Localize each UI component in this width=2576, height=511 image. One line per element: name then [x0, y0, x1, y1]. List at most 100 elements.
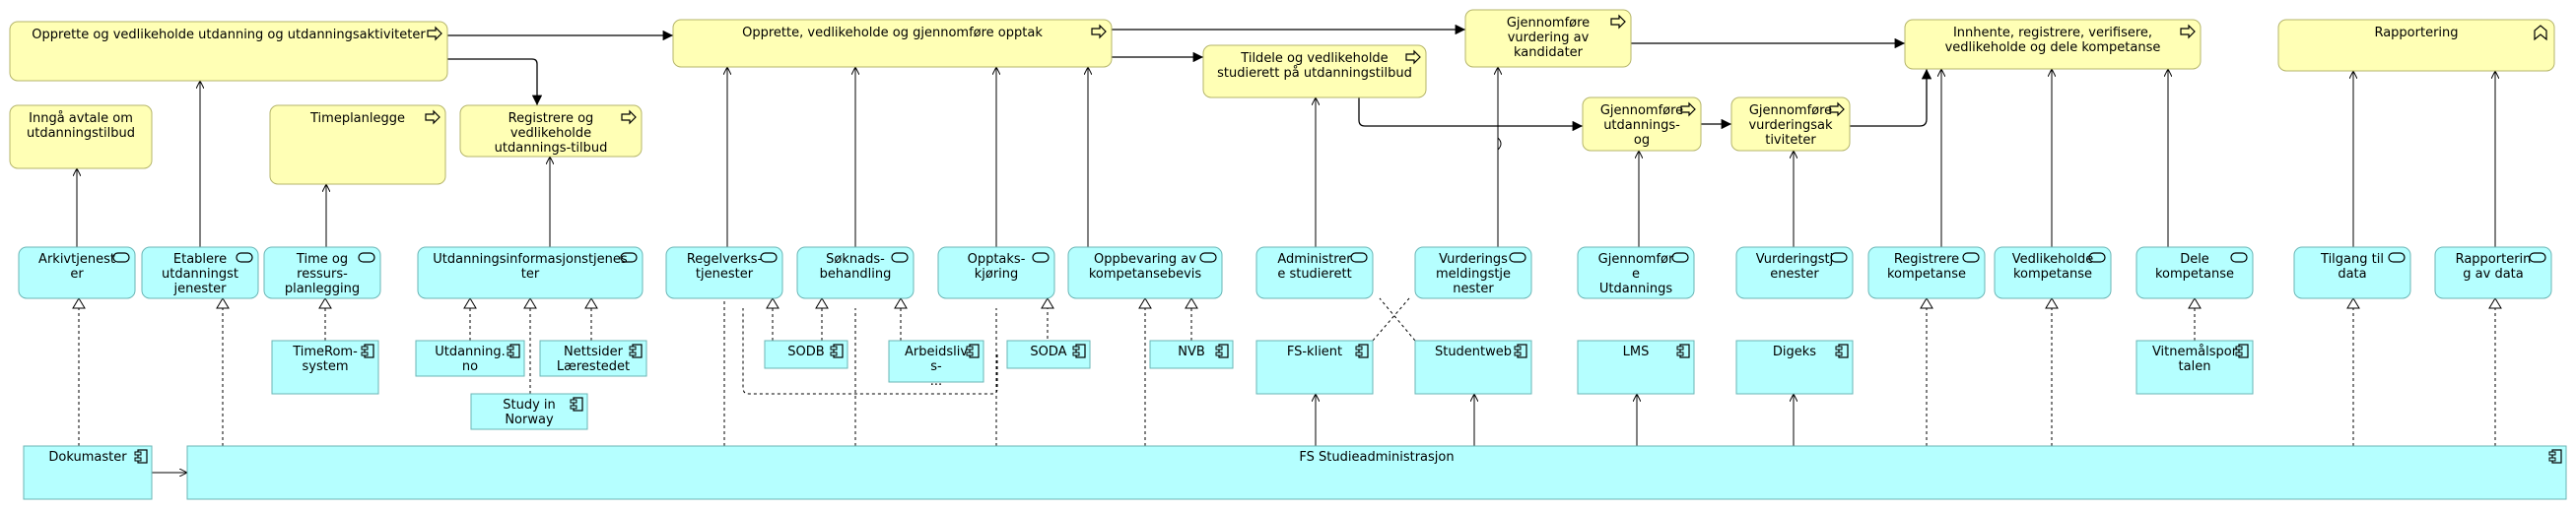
component-icon [1514, 344, 1527, 358]
component-icon [830, 344, 844, 358]
component-c10[interactable]: Studentweb [1414, 340, 1532, 395]
service-label: tjenester [696, 267, 754, 282]
process-label: og [1634, 133, 1650, 148]
component-icon [1072, 344, 1086, 358]
service-label: Administrer [1277, 252, 1352, 267]
process-arrow-icon [1091, 24, 1107, 39]
component-label: NVB [1178, 345, 1205, 359]
service-label: enester [1770, 267, 1819, 282]
realization-arrowhead [72, 297, 86, 309]
component-c9[interactable]: FS-klient [1255, 340, 1374, 395]
process-label: kandidater [1514, 45, 1584, 60]
service-icon [891, 252, 909, 263]
elements: Opprette og vedlikeholde utdanning og ut… [9, 9, 2567, 500]
process-arrow-icon [2180, 24, 2196, 39]
service-label: Gjennomfør [1598, 252, 1674, 267]
realization-edge [742, 308, 998, 395]
process-label: Timeplanlegge [309, 111, 405, 126]
realization-arrowhead [584, 297, 598, 309]
process-p8[interactable]: Registrere ogvedlikeholdeutdannings-tilb… [459, 104, 643, 158]
serving-edge [1497, 137, 1502, 247]
component-label: SODB [787, 345, 824, 359]
component-c14[interactable]: Dokumaster [23, 445, 153, 500]
process-p4[interactable]: Innhente, registrere, verifisere,vedlike… [1904, 19, 2202, 70]
service-label: kompetanse [2155, 267, 2234, 282]
realization-arrowhead [463, 297, 477, 309]
service-label: meldingstje [1436, 267, 1511, 282]
service-label: nester [1453, 282, 1494, 296]
process-arrow-icon [425, 109, 441, 125]
component-c7[interactable]: SODA [1006, 340, 1091, 369]
service-label: jenester [172, 282, 227, 296]
process-label: Opprette, vedlikeholde og gjennomføre op… [742, 26, 1043, 40]
component-label: Arbeidsliv [905, 345, 968, 359]
process-label: Inngå avtale om [29, 111, 133, 126]
realization-arrowhead [318, 297, 332, 309]
realization-arrowhead [523, 297, 537, 309]
component-label: FS Studieadministrasjon [1299, 450, 1454, 465]
realization-edge [1379, 297, 1416, 342]
component-c2[interactable]: Utdanning.no [415, 340, 525, 377]
service-label: Rapporterin [2456, 252, 2532, 267]
service-s7[interactable]: Opptaks-kjøring [937, 246, 1055, 299]
process-p2[interactable]: Opprette, vedlikeholde og gjennomføre op… [672, 19, 1113, 68]
trigger-edge [1358, 97, 1583, 132]
component-c12[interactable]: Digeks [1735, 340, 1854, 395]
process-p1[interactable]: Opprette og vedlikeholde utdanning og ut… [9, 21, 448, 82]
process-label: Opprette og vedlikeholde utdanning og ut… [32, 28, 426, 42]
component-c15[interactable]: FS Studieadministrasjon [186, 445, 2567, 500]
process-label: vurderingsak [1748, 118, 1832, 133]
service-s17[interactable]: Rapportering av data [2434, 246, 2552, 299]
process-label: Registrere og [508, 111, 594, 126]
service-s5[interactable]: Regelverks-tjenester [665, 246, 783, 299]
component-c1[interactable]: TimeRom-system [271, 340, 379, 395]
function-chevron-icon [2534, 25, 2547, 41]
service-icon [620, 252, 638, 263]
component-c8[interactable]: NVB [1149, 340, 1234, 369]
process-label: vedlikeholde og dele kompetanse [1945, 40, 2161, 55]
process-p5[interactable]: Rapportering [2277, 19, 2555, 72]
realization-arrowhead [1138, 297, 1152, 309]
service-icon [358, 252, 375, 263]
service-s6[interactable]: Søknads-behandling [796, 246, 915, 299]
component-label: system [303, 359, 349, 374]
component-label: Study in [503, 398, 556, 413]
service-label: kompetanse [2013, 267, 2092, 282]
component-label: no [462, 359, 478, 374]
component-c11[interactable]: LMS [1577, 340, 1695, 395]
process-label: Rapportering [2374, 26, 2458, 40]
process-p7[interactable]: Timeplanlegge [269, 104, 446, 185]
relationships [72, 24, 2502, 473]
service-label: Utdannings [1599, 282, 1672, 296]
service-label: Vedlikeholde [2012, 252, 2093, 267]
component-icon [134, 449, 148, 464]
realization-arrowhead [1041, 297, 1054, 309]
service-icon [1199, 252, 1217, 263]
process-label: utdanningstilbud [27, 126, 135, 141]
realization-edge [1372, 297, 1410, 342]
component-c5[interactable]: SODB [764, 340, 848, 369]
process-label: tiviteter [1765, 133, 1816, 148]
component-c6[interactable]: Arbeidslivs-... [888, 340, 984, 389]
